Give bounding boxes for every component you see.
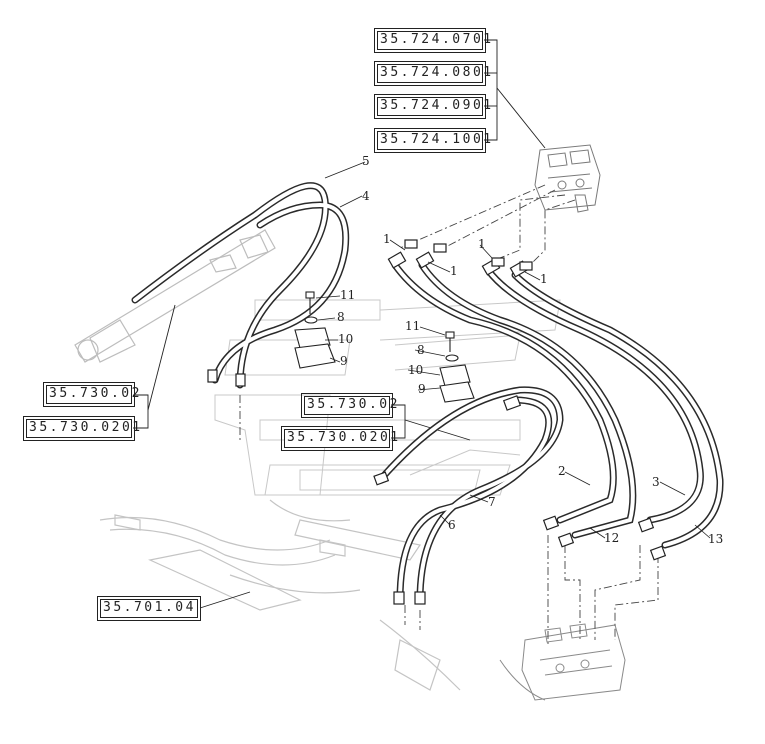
reference-box-35-701-04[interactable]: 35.701.04 (97, 596, 201, 621)
callout-leaders (315, 161, 711, 539)
reference-box-35-730-0201-center[interactable]: 35.730.0201 (281, 426, 398, 451)
callout-3: 3 (652, 475, 660, 489)
hose-fittings (207, 239, 667, 605)
callout-8-b: 8 (417, 343, 425, 357)
callout-11-a: 11 (340, 288, 356, 302)
callout-12: 12 (604, 531, 620, 545)
reference-box-35-724-0801[interactable]: 35.724.0801 (374, 61, 491, 86)
reference-box-35-730-02-left[interactable]: 35.730.02 (43, 382, 139, 407)
callout-1-b: 1 (450, 264, 458, 278)
reference-box-35-724-0901[interactable]: 35.724.0901 (374, 94, 491, 119)
callout-2: 2 (558, 464, 566, 478)
hydraulic-cylinder (74, 229, 276, 363)
callout-4: 4 (362, 189, 370, 203)
reference-box-35-724-1001[interactable]: 35.724.1001 (374, 128, 491, 153)
callout-5: 5 (362, 154, 370, 168)
reference-box-35-730-0201-left[interactable]: 35.730.0201 (23, 416, 140, 441)
reference-box-35-724-0701[interactable]: 35.724.0701 (374, 28, 491, 53)
callout-11-b: 11 (405, 319, 421, 333)
control-valve-block-upper (534, 144, 601, 213)
callout-1-d: 1 (540, 272, 548, 286)
callout-8-a: 8 (337, 310, 345, 324)
callout-10-a: 10 (338, 332, 354, 346)
control-valve-block-lower (499, 623, 626, 701)
hoses (131, 182, 724, 604)
lower-arm-assembly (99, 499, 461, 691)
callout-1-c: 1 (478, 237, 486, 251)
callout-9-a: 9 (340, 354, 348, 368)
callout-9-b: 9 (418, 382, 426, 396)
clamp-assemblies (294, 291, 475, 403)
reference-box-35-730-02-center[interactable]: 35.730.02 (301, 393, 397, 418)
callout-7: 7 (488, 495, 496, 509)
hose-highlights (133, 183, 723, 602)
reference-leaders (133, 39, 546, 609)
callout-1-a: 1 (383, 232, 391, 246)
callout-13: 13 (708, 532, 724, 546)
callout-10-b: 10 (408, 363, 424, 377)
callout-6: 6 (448, 518, 456, 532)
connection-lines (239, 184, 659, 645)
